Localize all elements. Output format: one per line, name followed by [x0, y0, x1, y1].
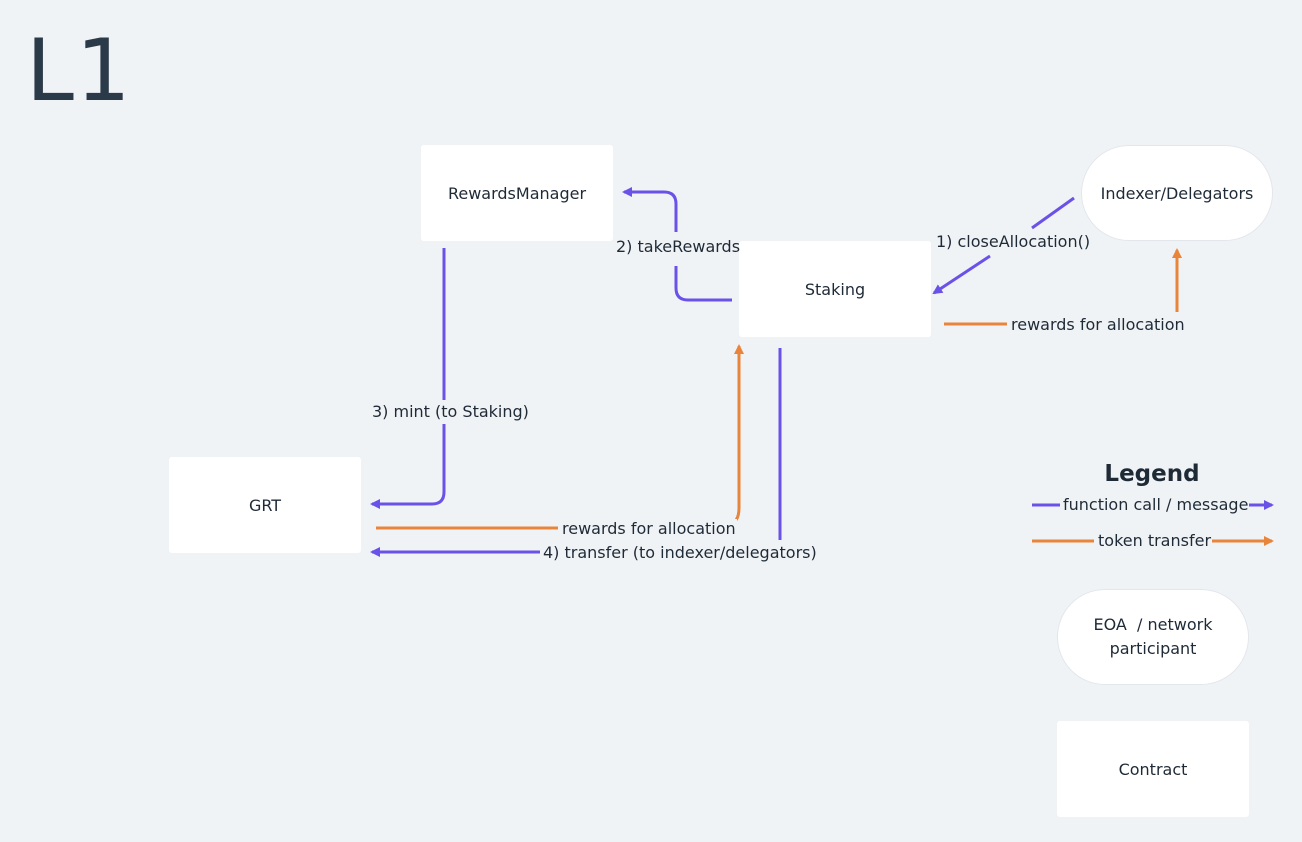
- rewards-staking-to-indexer-label: rewards for allocation: [1010, 315, 1186, 335]
- legend-eoa-label: EOA / network participant: [1093, 615, 1218, 658]
- rewards-grt-to-staking-label: rewards for allocation: [561, 519, 737, 539]
- legend-function-call-label: function call / message: [1062, 495, 1250, 515]
- rewards-manager-node: RewardsManager: [421, 145, 613, 241]
- rewards-staking-to-indexer-arrow: [944, 250, 1177, 326]
- close-allocation-label: 1) closeAllocation(): [936, 232, 1091, 251]
- staking-node: Staking: [739, 241, 931, 337]
- take-rewards-arrow: [624, 192, 732, 302]
- legend-contract-node: Contract: [1057, 721, 1249, 817]
- staking-label: Staking: [804, 279, 866, 299]
- indexer-delegators-label: Indexer/Delegators: [1100, 183, 1254, 203]
- close-allocation-arrow: [934, 196, 1075, 293]
- indexer-delegators-node: Indexer/Delegators: [1081, 145, 1273, 241]
- rewards-manager-label: RewardsManager: [447, 183, 587, 203]
- mint-label: 3) mint (to Staking): [372, 402, 529, 421]
- transfer-arrow: [372, 348, 782, 552]
- grt-label: GRT: [248, 495, 282, 515]
- legend-eoa-node: EOA / network participant: [1057, 589, 1249, 685]
- legend-token-transfer-label: token transfer: [1097, 531, 1213, 551]
- legend-title: Legend: [1104, 461, 1200, 487]
- transfer-label: 4) transfer (to indexer/delegators): [542, 543, 818, 563]
- legend-contract-label: Contract: [1118, 759, 1188, 779]
- take-rewards-label: 2) takeRewards: [616, 237, 741, 256]
- grt-node: GRT: [169, 457, 361, 553]
- mint-arrow: [372, 248, 446, 504]
- diagram-title: L1: [26, 21, 133, 121]
- rewards-grt-to-staking-arrow: [376, 346, 739, 530]
